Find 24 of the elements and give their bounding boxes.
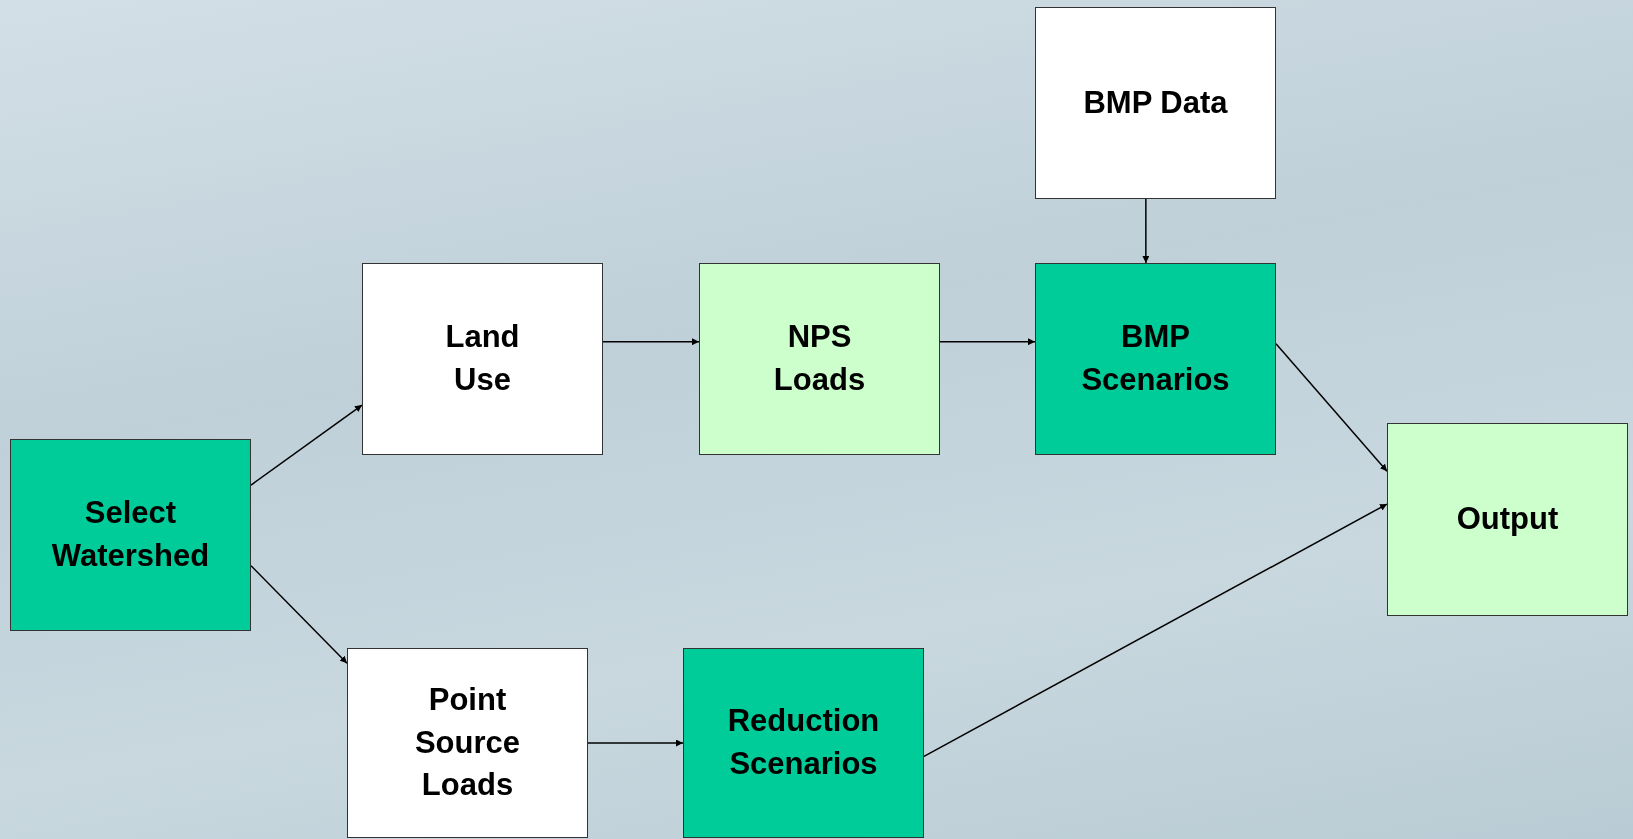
process-box <box>362 263 603 455</box>
arrow <box>250 404 363 486</box>
box-label: BMP Data <box>1083 83 1228 122</box>
box-label: Point Source Loads <box>413 680 522 805</box>
arrow <box>939 338 1036 346</box>
arrow <box>250 564 348 664</box>
arrow <box>1142 198 1150 264</box>
box-label: Reduction Scenarios <box>726 702 881 783</box>
box-label: BMP Scenarios <box>1080 318 1231 399</box>
process-box <box>1035 263 1276 455</box>
box-label: NPS Loads <box>772 318 867 399</box>
arrow <box>1275 342 1388 472</box>
process-box <box>1387 423 1628 616</box>
process-box <box>347 648 588 838</box>
arrow <box>587 739 684 747</box>
arrow <box>923 503 1388 758</box>
box-label: Output <box>1456 500 1559 539</box>
process-box <box>699 263 940 455</box>
process-box <box>683 648 924 838</box>
box-label: Select Watershed <box>50 494 211 575</box>
box-label: Land Use <box>444 318 521 399</box>
process-box <box>1035 7 1276 199</box>
arrow <box>602 338 700 346</box>
process-box <box>10 439 251 631</box>
